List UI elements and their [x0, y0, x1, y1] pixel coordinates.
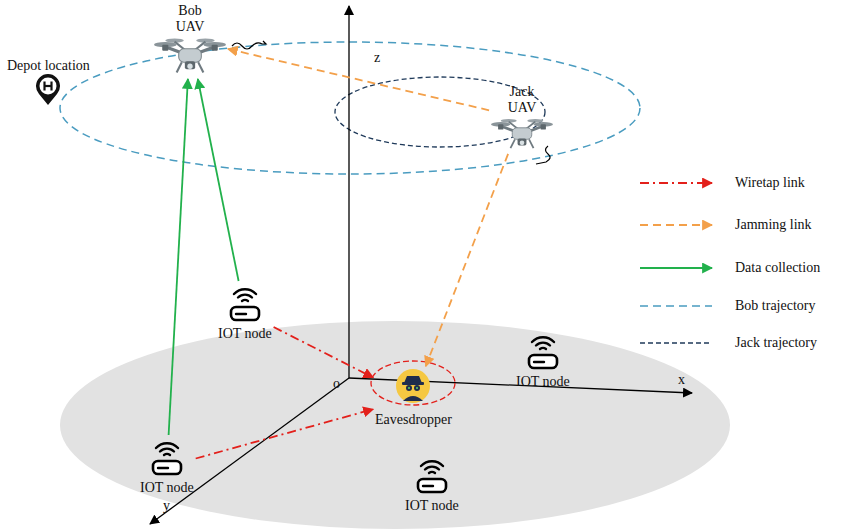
node-label: IOT node [516, 374, 570, 390]
legend-text: Data collection [735, 260, 820, 276]
jack-trajectory [335, 77, 545, 147]
link-arrow [196, 409, 373, 458]
node-label: IOT node [218, 326, 272, 342]
axis-label: o [333, 376, 340, 392]
ground-area [60, 321, 730, 529]
iot-node: IOT node [405, 455, 459, 514]
axis-label: y [163, 498, 170, 514]
iot-node: IOT node [516, 331, 570, 390]
iot-icon [227, 283, 263, 323]
uav-icon [154, 35, 226, 77]
icon-holder [149, 437, 185, 477]
uav-icon [491, 116, 553, 152]
node-label: Jack UAV [504, 84, 540, 116]
iot-node: IOT node [218, 283, 272, 342]
axis-label: x [678, 372, 685, 388]
motion-mark [232, 43, 262, 49]
y-axis [150, 378, 349, 524]
legend-sample [640, 267, 712, 269]
legend-sample [640, 305, 712, 307]
icon-holder [525, 331, 561, 371]
motion-mark [536, 146, 550, 164]
node-label: Bob UAV [173, 3, 207, 35]
legend-sample [640, 342, 712, 343]
legend-text: Jack trajectory [735, 335, 817, 351]
link-arrow [426, 154, 508, 366]
icon-holder [414, 455, 450, 495]
eavesdrop-zone [371, 361, 455, 405]
depot-pin [35, 74, 61, 106]
node-label: IOT node [140, 480, 194, 496]
node-label: Depot location [7, 58, 90, 74]
legend-sample [640, 224, 712, 226]
icon-holder [227, 283, 263, 323]
iot-node: IOT node [140, 437, 194, 496]
icon-holder [491, 116, 553, 152]
uav-node: Jack UAV [491, 84, 553, 152]
legend-text: Bob trajectory [735, 298, 815, 314]
eavesdropper-node: Eavesdropper [375, 368, 452, 428]
icon-holder [154, 35, 226, 77]
node-label: Eavesdropper [375, 412, 452, 428]
legend-sample [640, 182, 712, 184]
link-arrow [274, 327, 374, 378]
iot-icon [149, 437, 185, 477]
iot-icon [525, 331, 561, 371]
motion-mark [262, 41, 266, 44]
link-arrow [198, 79, 239, 281]
bob-trajectory [60, 42, 640, 174]
legend-text: Wiretap link [735, 175, 805, 191]
eavesdropper-icon [395, 368, 431, 404]
icon-holder [395, 368, 431, 404]
uav-node: Bob UAV [154, 3, 226, 77]
icon-holder [35, 74, 61, 106]
z-axis [348, 6, 349, 378]
legend-text: Jamming link [735, 217, 812, 233]
depot-node: Depot location [7, 58, 90, 106]
node-label: IOT node [405, 498, 459, 514]
iot-icon [414, 455, 450, 495]
axis-label: z [374, 50, 380, 66]
link-arrow [228, 49, 489, 110]
link-arrow [169, 79, 188, 435]
